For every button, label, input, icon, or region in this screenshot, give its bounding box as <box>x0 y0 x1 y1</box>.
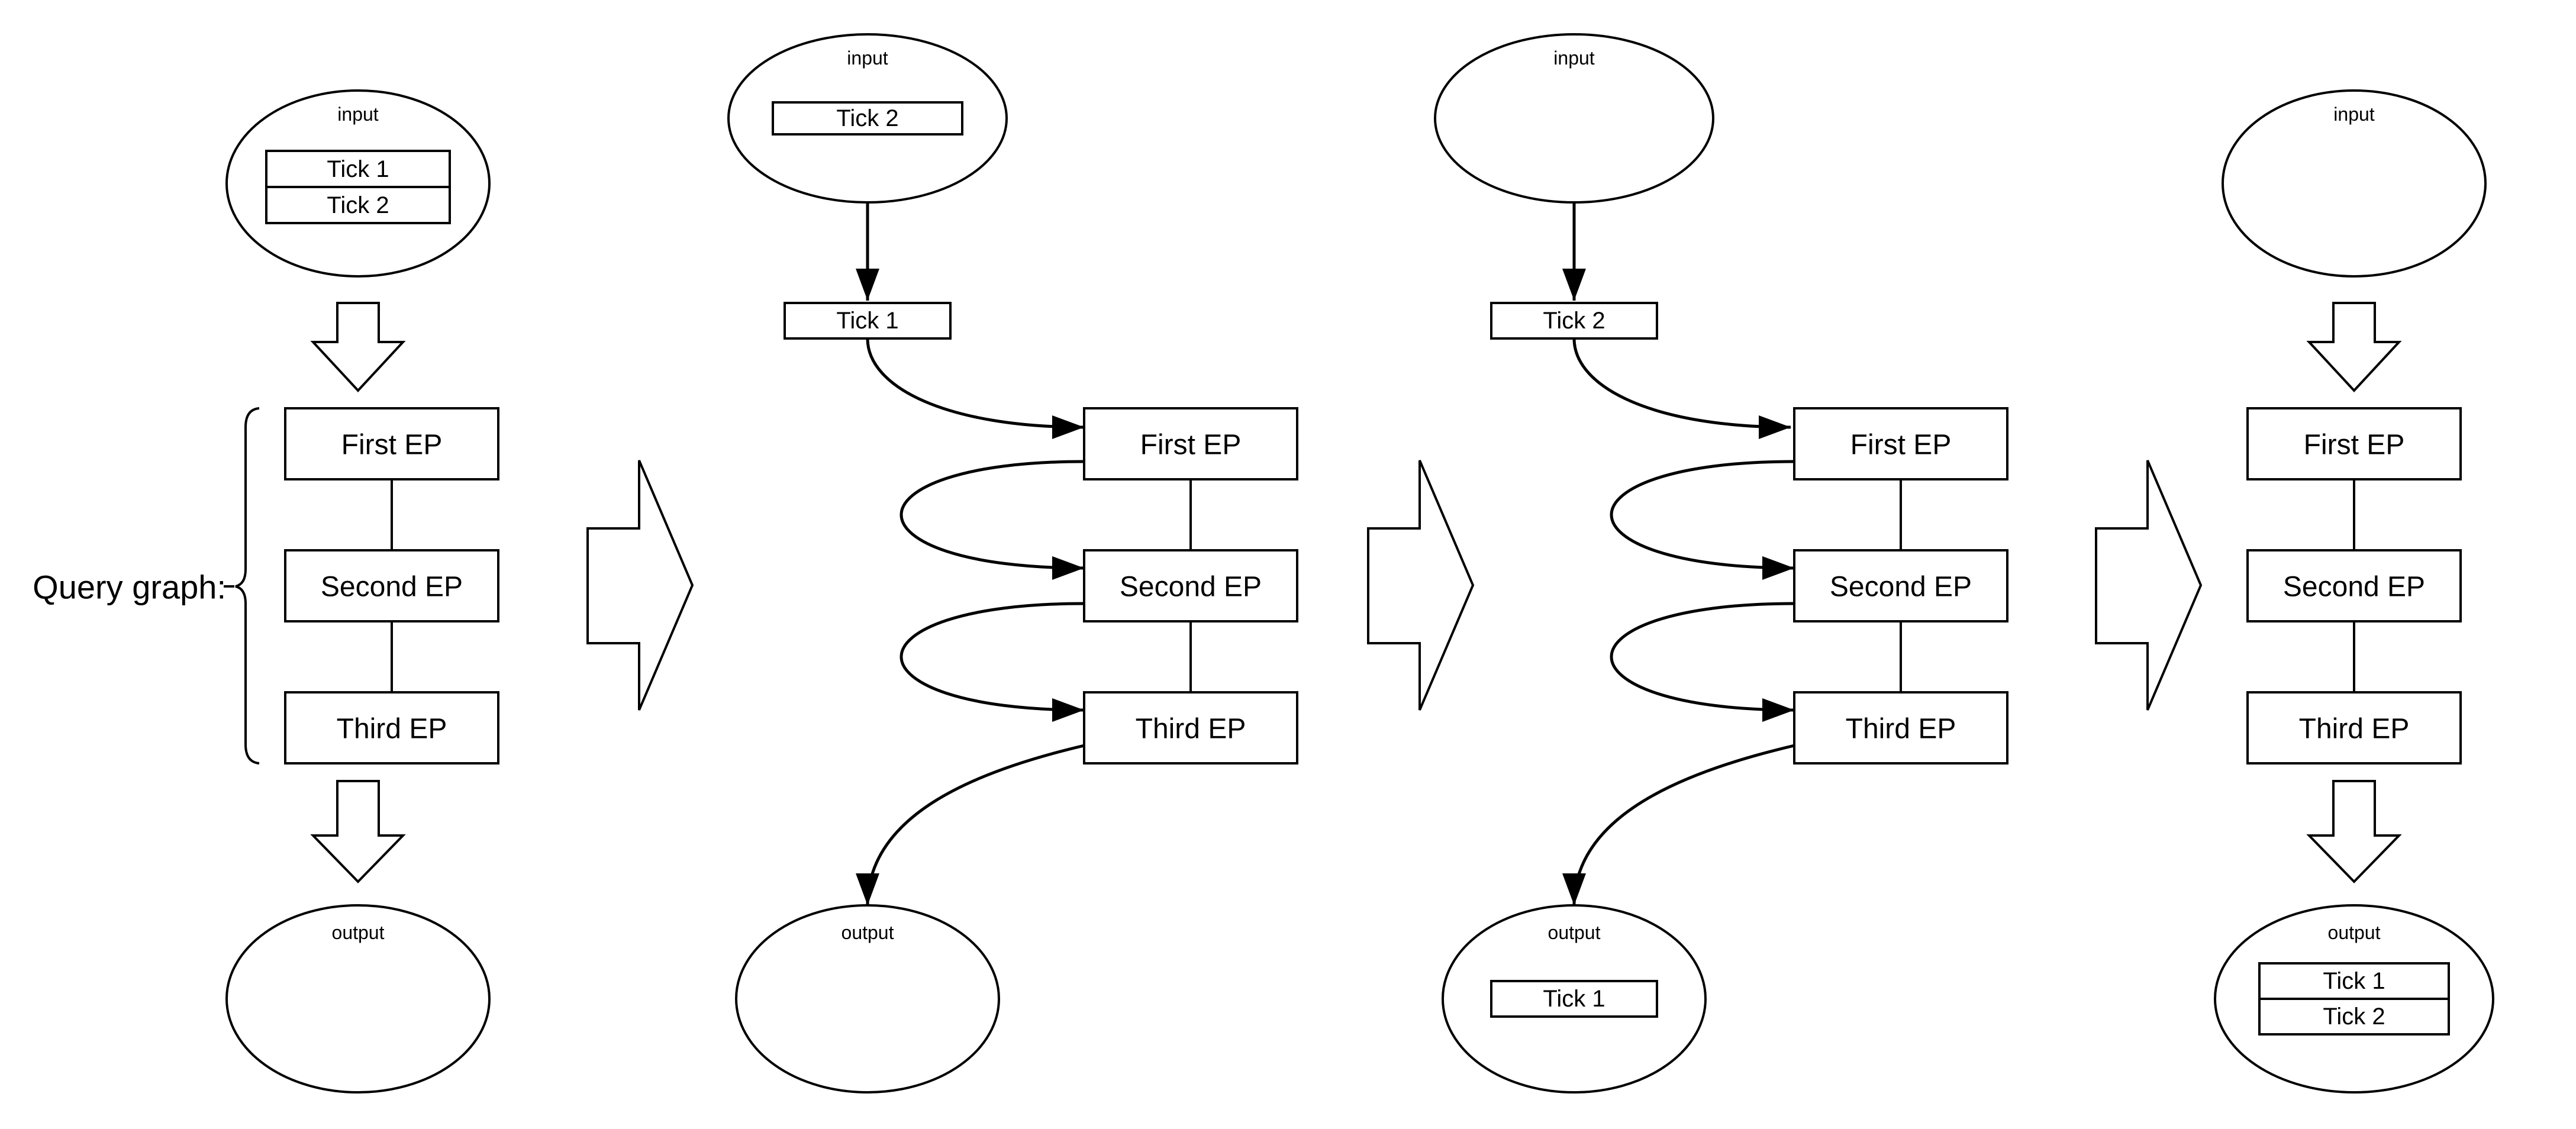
panel-stage-4: input First EP Second EP Third EP output… <box>2214 89 2494 1093</box>
ep-box-first <box>284 407 499 480</box>
query-graph-label: Query graph: <box>33 569 226 606</box>
ep-label: Third EP <box>1136 714 1246 745</box>
ep-box-third <box>1793 691 2008 765</box>
ep-box-third <box>284 691 499 765</box>
panel-stage-2: input Tick 2 Tick 1 First EP Second EP T… <box>727 33 1298 1093</box>
panel-stage-1: input Tick 1 Tick 2 Query graph: First E… <box>33 89 499 1093</box>
third-ep-to-output-curve <box>1562 744 1795 906</box>
output-tick-box <box>1490 980 1658 1018</box>
output-label: output <box>1548 922 1601 943</box>
tick-label: Tick 2 <box>2323 1004 2385 1030</box>
output-ellipse <box>225 904 491 1093</box>
ep-label: Second EP <box>321 572 463 603</box>
tick-label: Tick 2 <box>327 192 389 218</box>
ep-label: Second EP <box>1120 572 1262 603</box>
tick-to-first-ep-curve <box>1572 338 1791 439</box>
output-label: output <box>2328 922 2381 943</box>
tick-label: Tick 1 <box>1543 986 1605 1012</box>
brace <box>235 407 260 765</box>
ep-label: First EP <box>1850 430 1952 461</box>
ep-label: First EP <box>341 430 443 461</box>
ep-box-second <box>1793 549 2008 622</box>
ep-label: Third EP <box>2299 714 2410 745</box>
input-tick-row <box>265 186 451 224</box>
tick-label: Tick 1 <box>836 308 898 334</box>
staged-tick-box <box>784 302 952 340</box>
ep-box-first <box>2246 407 2462 480</box>
input-label: input <box>337 104 379 125</box>
input-label: input <box>1553 47 1595 69</box>
tick-label: Tick 1 <box>2323 968 2385 994</box>
panel-stage-3: input Tick 2 First EP Second EP Third EP… <box>1434 33 2008 1093</box>
loop-second-to-third <box>899 602 1085 722</box>
output-ellipse <box>735 904 1000 1093</box>
down-block-arrow <box>310 780 406 883</box>
tick-label: Tick 2 <box>1543 308 1605 334</box>
ep-label: Second EP <box>2283 572 2425 603</box>
output-label: output <box>842 922 894 943</box>
loop-second-to-third <box>1610 602 1795 722</box>
stage-transition-arrow <box>586 460 694 711</box>
ep-box-first <box>1083 407 1298 480</box>
loop-first-to-second <box>1610 460 1795 580</box>
ep-box-second <box>1083 549 1298 622</box>
ep-box-second <box>284 549 499 622</box>
input-label: input <box>847 47 888 69</box>
down-block-arrow <box>310 302 406 392</box>
output-tick-row <box>2258 998 2450 1036</box>
tick-to-first-ep-curve <box>866 338 1085 439</box>
output-label: output <box>332 922 385 943</box>
ep-label: Third EP <box>1846 714 1956 745</box>
ep-box-first <box>1793 407 2008 480</box>
ep-box-third <box>1083 691 1298 765</box>
stage-transition-arrow <box>2095 460 2203 711</box>
ep-label: First EP <box>1140 430 1242 461</box>
ep-label: Second EP <box>1830 572 1972 603</box>
input-ellipse <box>2222 89 2487 278</box>
ep-label: Third EP <box>337 714 447 745</box>
input-tick-row <box>772 101 963 136</box>
staged-tick-box <box>1490 302 1658 340</box>
down-block-arrow <box>2306 302 2402 392</box>
down-block-arrow <box>2306 780 2402 883</box>
stage-transition-arrow <box>1367 460 1475 711</box>
loop-first-to-second <box>899 460 1085 580</box>
ep-box-third <box>2246 691 2462 765</box>
input-label: input <box>2333 104 2375 125</box>
tick-label: Tick 2 <box>836 105 898 131</box>
input-tick-row <box>265 150 451 188</box>
ep-label: First EP <box>2304 430 2405 461</box>
tick-label: Tick 1 <box>327 156 389 182</box>
third-ep-to-output-curve <box>856 744 1085 906</box>
